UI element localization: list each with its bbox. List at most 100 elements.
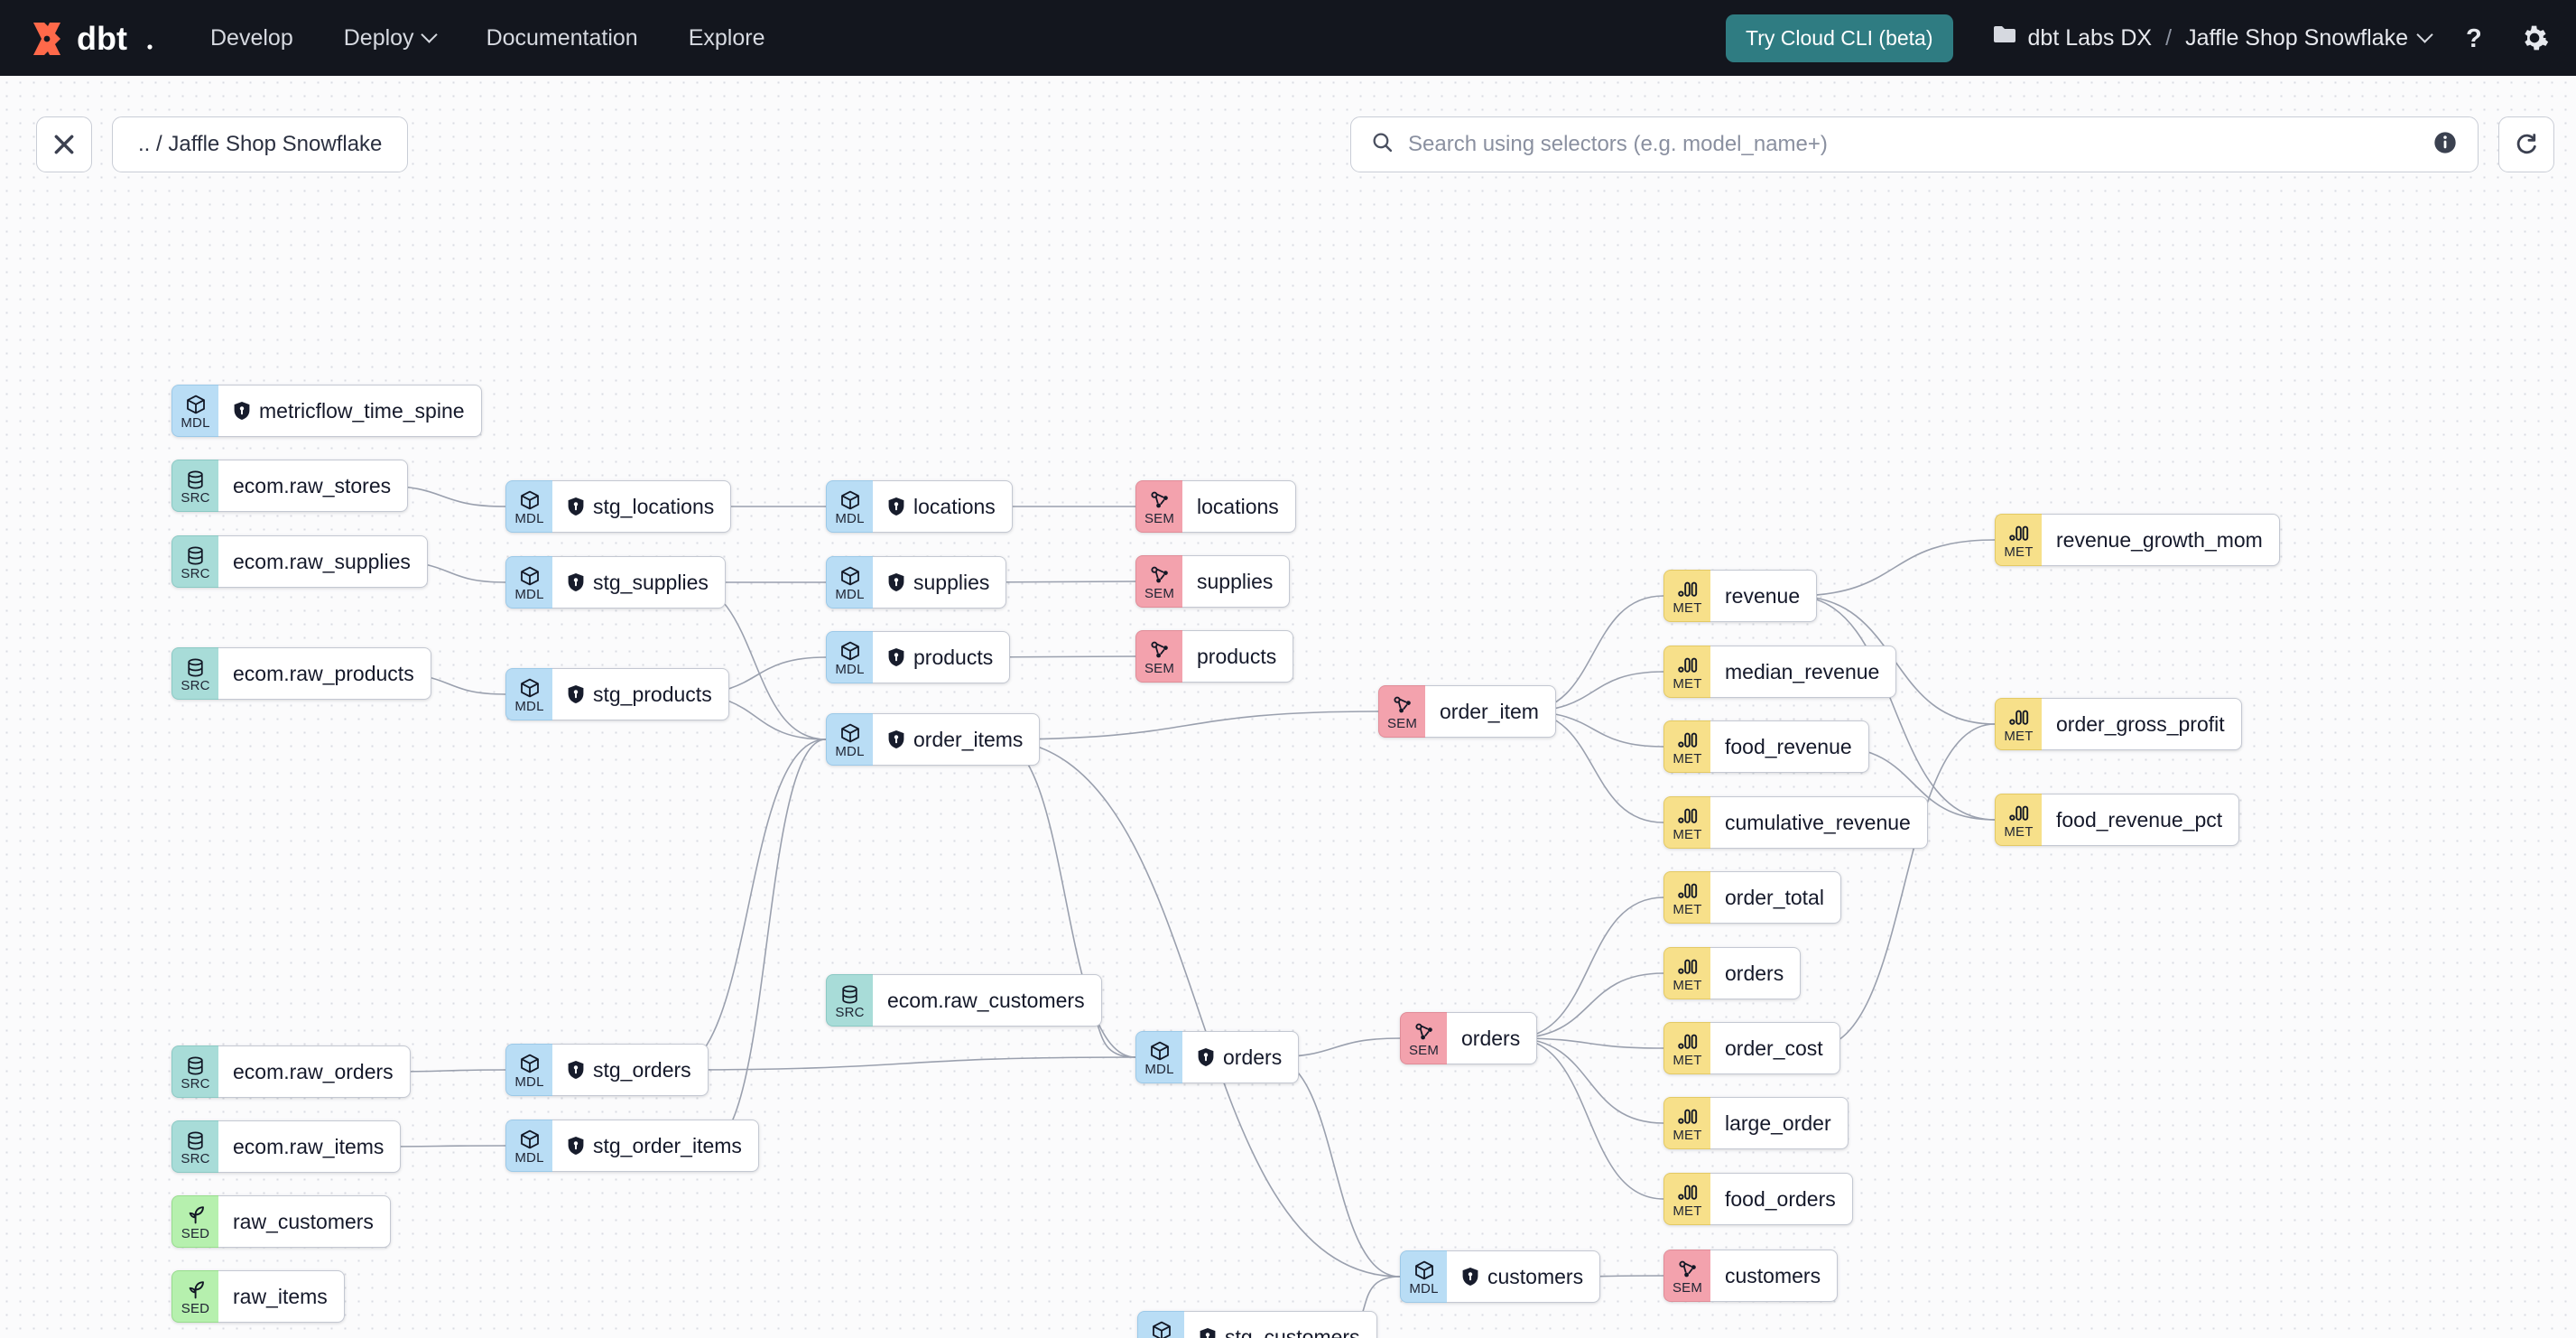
node-body[interactable]: supplies: [1182, 555, 1291, 608]
try-cloud-cli-button[interactable]: Try Cloud CLI (beta): [1726, 14, 1953, 62]
nav-link-explore[interactable]: Explore: [689, 25, 765, 51]
node-body[interactable]: order_total: [1710, 871, 1841, 924]
node-body[interactable]: stg_orders: [552, 1044, 709, 1096]
network-graph-icon: [1149, 489, 1171, 511]
node-body[interactable]: ecom.raw_stores: [218, 460, 409, 512]
node-body[interactable]: orders: [1710, 947, 1802, 999]
node-body[interactable]: ecom.raw_products: [218, 647, 431, 700]
node-body[interactable]: ecom.raw_customers: [873, 974, 1102, 1027]
node-body[interactable]: stg_order_items: [552, 1120, 759, 1172]
search-input[interactable]: [1408, 132, 2432, 157]
edge-sem_orders-to-met_food_orders: [1513, 1037, 1664, 1200]
node-body[interactable]: orders: [1182, 1031, 1300, 1083]
help-button[interactable]: ?: [2459, 22, 2491, 54]
node-body[interactable]: revenue: [1710, 570, 1818, 622]
node-body[interactable]: food_orders: [1710, 1173, 1853, 1225]
nav-link-deploy[interactable]: Deploy: [344, 25, 436, 51]
info-icon[interactable]: [2432, 130, 2458, 160]
node-body[interactable]: cumulative_revenue: [1710, 796, 1928, 849]
node-body[interactable]: raw_items: [218, 1270, 345, 1323]
shield-icon: [887, 729, 905, 749]
node-body[interactable]: order_gross_profit: [2042, 698, 2242, 750]
node-body[interactable]: food_revenue: [1710, 720, 1869, 773]
nav-link-develop[interactable]: Develop: [210, 25, 293, 51]
node-body[interactable]: stg_supplies: [552, 556, 726, 609]
close-lineage-button[interactable]: [36, 116, 92, 172]
node-body[interactable]: products: [1182, 630, 1294, 683]
node-body[interactable]: customers: [1447, 1250, 1601, 1303]
node-body[interactable]: ecom.raw_supplies: [218, 535, 428, 588]
node-body[interactable]: stg_locations: [552, 480, 732, 533]
node-body[interactable]: large_order: [1710, 1097, 1849, 1149]
node-body[interactable]: orders: [1447, 1012, 1538, 1064]
node-body[interactable]: median_revenue: [1710, 646, 1897, 698]
node-body[interactable]: order_items: [873, 713, 1041, 766]
breadcrumb-account[interactable]: dbt Labs DX: [2027, 24, 2153, 51]
node-body[interactable]: products: [873, 631, 1011, 683]
settings-button[interactable]: [2518, 22, 2551, 54]
node-body[interactable]: stg_products: [552, 668, 729, 720]
node-body[interactable]: order_cost: [1710, 1022, 1840, 1074]
node-body[interactable]: ecom.raw_items: [218, 1120, 402, 1173]
node-body[interactable]: customers: [1710, 1250, 1839, 1302]
node-body[interactable]: revenue_growth_mom: [2042, 514, 2280, 566]
node-body[interactable]: food_revenue_pct: [2042, 794, 2240, 846]
node-body[interactable]: order_item: [1425, 685, 1556, 738]
node-type-badge-sem: SEM: [1135, 480, 1182, 533]
node-body[interactable]: ecom.raw_orders: [218, 1045, 411, 1098]
refresh-lineage-button[interactable]: [2498, 116, 2554, 172]
breadcrumb-project-selector[interactable]: Jaffle Shop Snowflake: [2185, 25, 2432, 51]
node-type-badge-met: MET: [1663, 1097, 1710, 1149]
dbt-logo[interactable]: dbt: [30, 17, 160, 59]
node-body[interactable]: locations: [873, 480, 1013, 533]
node-body[interactable]: stg_customers: [1184, 1311, 1377, 1338]
node-body[interactable]: metricflow_time_spine: [218, 385, 482, 437]
lineage-breadcrumb-button[interactable]: .. / Jaffle Shop Snowflake: [112, 116, 409, 172]
node-body[interactable]: raw_customers: [218, 1195, 391, 1248]
selector-search-bar[interactable]: [1350, 116, 2479, 172]
node-body[interactable]: locations: [1182, 480, 1296, 533]
node-body[interactable]: supplies: [873, 556, 1007, 609]
nav-link-documentation[interactable]: Documentation: [486, 25, 638, 51]
